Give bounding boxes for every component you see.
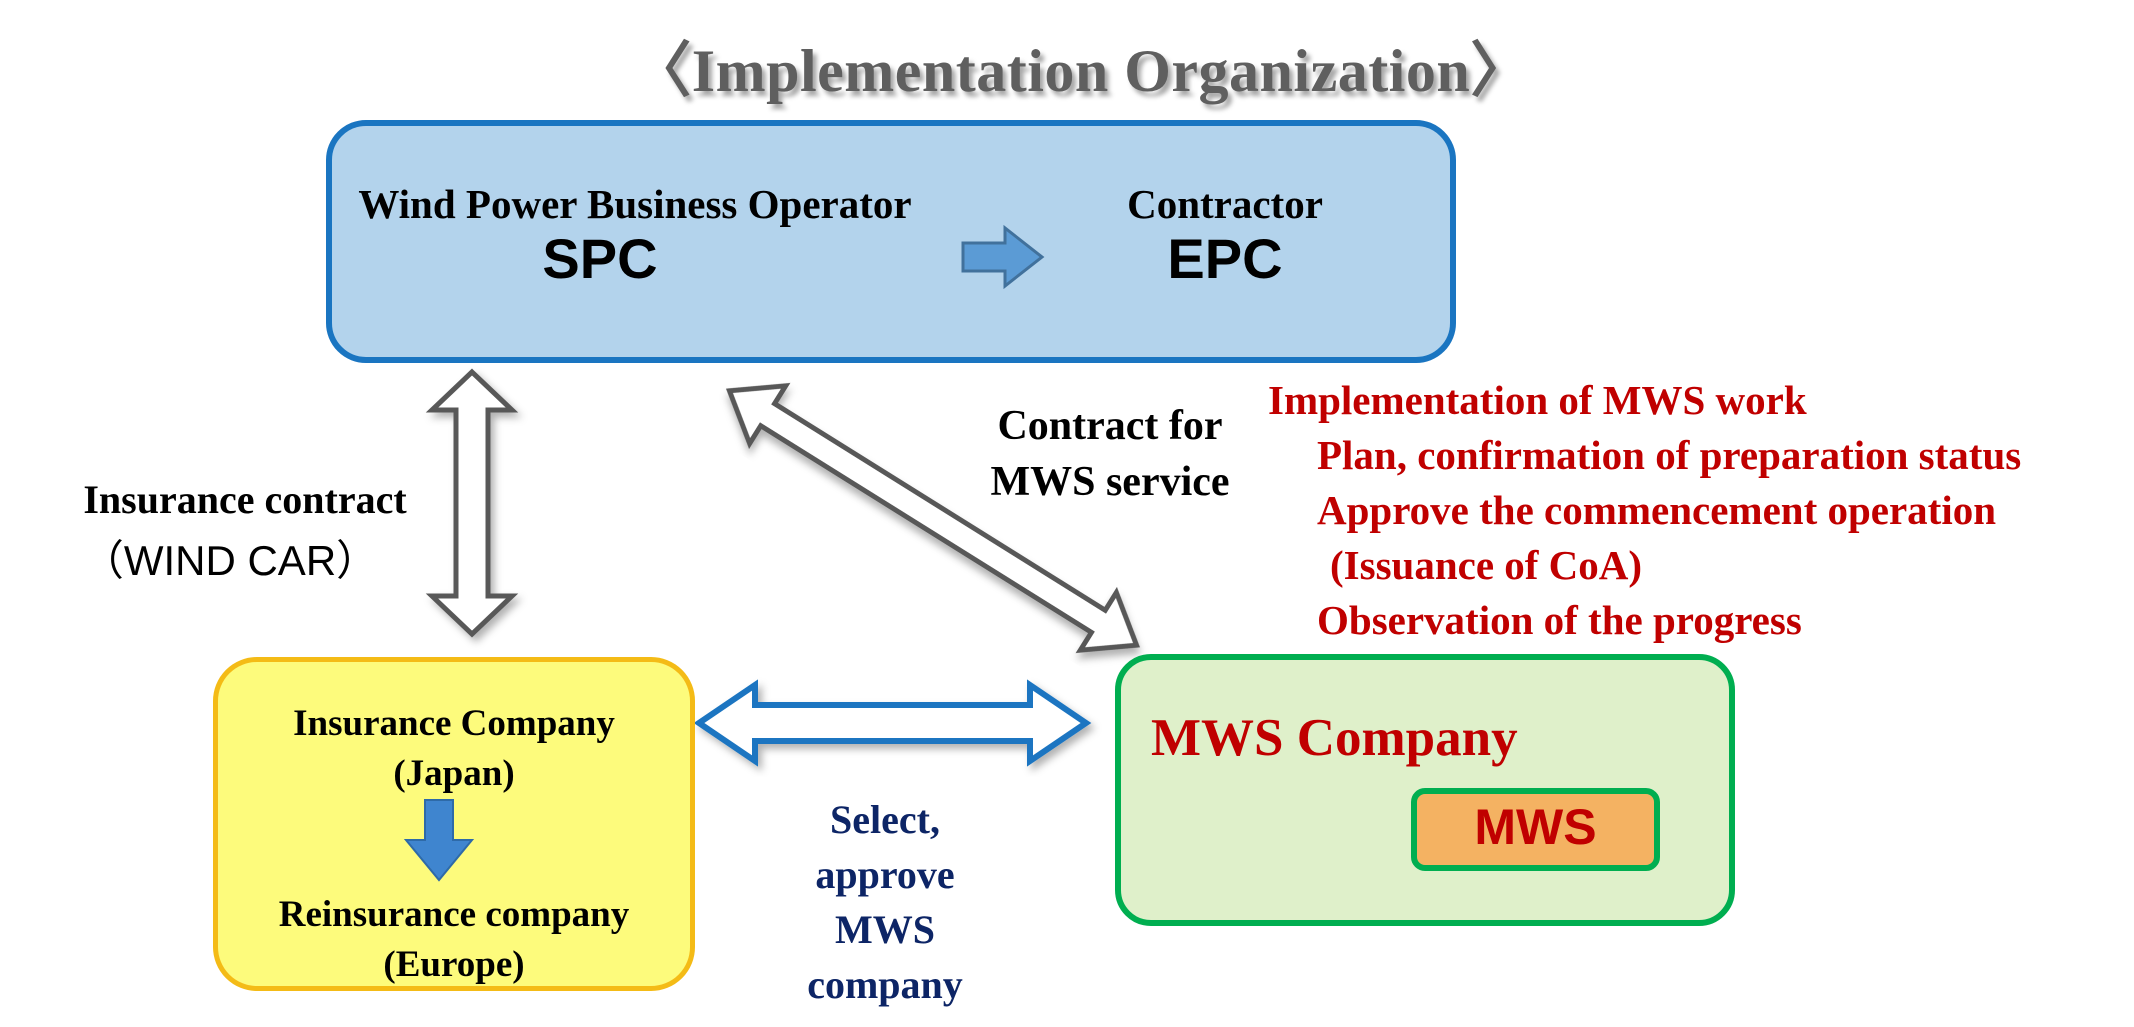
insurance-contract-label: Insurance contract (83, 477, 407, 522)
mws-service-label: MWS service (990, 459, 1230, 505)
mws-inner-label: MWS (1474, 799, 1597, 855)
operator-label: Wind Power Business Operator (358, 181, 912, 227)
operator-contractor-box (326, 120, 1456, 363)
select-approve-line: company (807, 962, 963, 1007)
mws-tasks-heading: Implementation of MWS work (1268, 377, 1807, 423)
mws-contract-arrow (725, 382, 1141, 654)
mws-company-label: MWS Company (1151, 709, 1518, 767)
mws-task-item: Observation of the progress (1317, 597, 1802, 643)
insurance-country-label: (Japan) (393, 753, 515, 794)
select-approve-arrow (693, 679, 1092, 767)
insurance-contract-arrow (425, 368, 519, 638)
spc-label: SPC (542, 227, 658, 290)
mws-task-item: Approve the commencement operation (1317, 487, 1997, 533)
select-approve-line: Select, (830, 797, 940, 842)
reinsurance-country-label: (Europe) (383, 944, 525, 985)
epc-label: EPC (1167, 227, 1283, 290)
select-approve-line: approve (815, 852, 955, 897)
reinsurance-company-label: Reinsurance company (278, 894, 630, 935)
mws-task-item: (Issuance of CoA) (1330, 542, 1643, 588)
contract-for-label: Contract for (997, 403, 1223, 449)
wind-car-label: （WIND CAR） (81, 537, 379, 584)
mws-task-item: Plan, confirmation of preparation status (1317, 432, 2022, 478)
select-approve-line: MWS (835, 907, 935, 952)
insurance-company-label: Insurance Company (293, 703, 615, 744)
contractor-label: Contractor (1127, 181, 1323, 227)
diagram-title: 〈Implementation Organization〉 (631, 38, 1531, 104)
mws-inner-box (1411, 788, 1660, 871)
